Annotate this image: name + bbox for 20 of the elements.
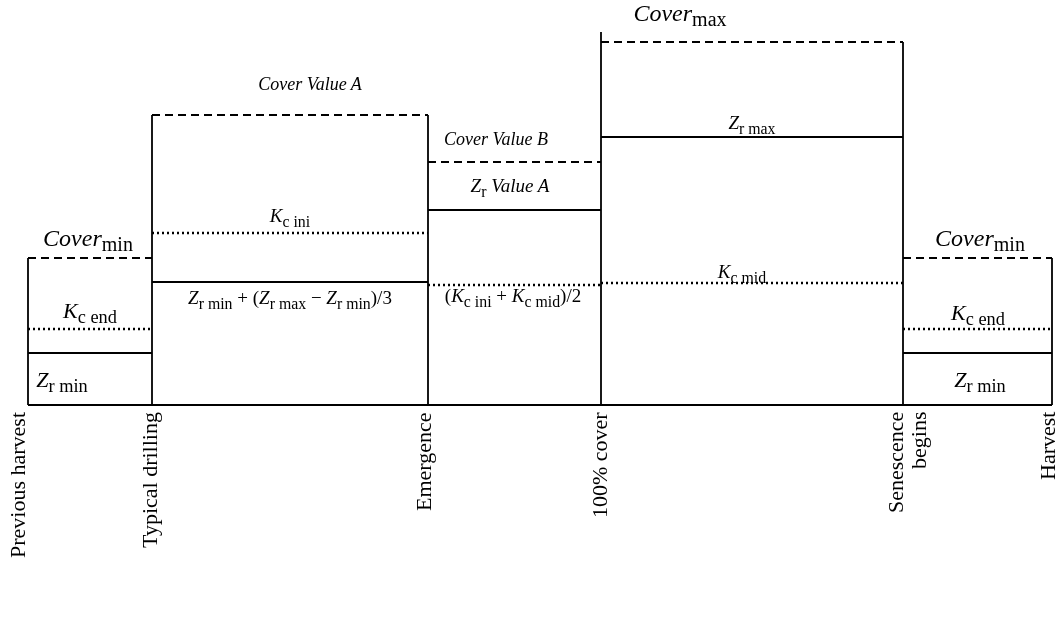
parameter-label: Cover$_{min}$ [43, 224, 133, 256]
parameter-label: K$_{c end}$ [951, 300, 1005, 330]
parameter-label: Cover$_{min}$ [935, 224, 1025, 256]
parameter-label: Cover$_{max}$ [633, 0, 727, 31]
stage-label: Harvest [1036, 412, 1058, 483]
parameter-label: K$_{c ini}$ [269, 205, 311, 231]
parameter-label: Z$_{r min}$ + (Z$_{r max}$ − Z$_{r min}$)/3 [188, 287, 392, 313]
stage-label: 100% cover [588, 412, 612, 520]
stage-label: Emergence [412, 412, 436, 513]
stage-label: Senescence begins [884, 412, 933, 516]
parameter-label: K$_{c end}$ [63, 298, 117, 328]
parameter-label: Z$_{r}$ Value A [470, 175, 550, 201]
parameter-label: Cover Value A [258, 75, 362, 95]
parameter-label: (K$_{c ini}$ + K$_{c mid}$)/2 [444, 285, 582, 311]
parameter-label: Z$_{r max}$ [728, 112, 776, 138]
parameter-label: Z$_{r min}$ [36, 367, 88, 397]
stage-label: Typical drilling [138, 412, 162, 550]
stage-label: Previous harvest [6, 412, 30, 561]
parameter-label: Cover Value B [444, 130, 548, 150]
parameter-label: Z$_{r min}$ [954, 367, 1006, 397]
